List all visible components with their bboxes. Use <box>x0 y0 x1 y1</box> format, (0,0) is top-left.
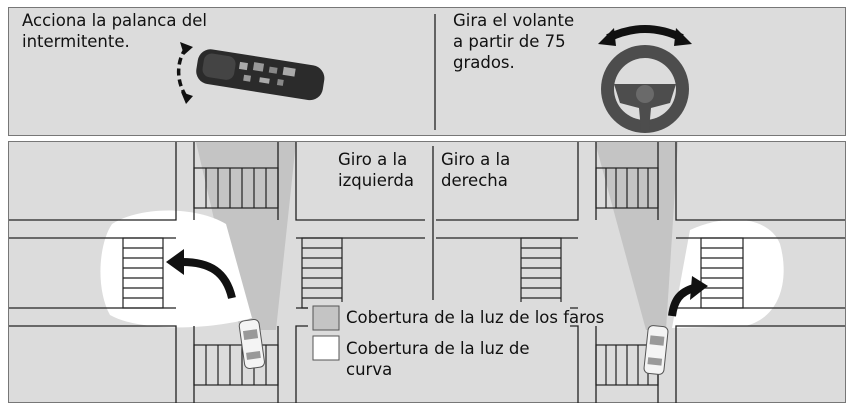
left-turn-scene <box>9 142 425 403</box>
right-turn-arrow-icon <box>668 276 708 317</box>
right-headlight-beam <box>595 142 678 330</box>
right-crosswalks <box>520 167 744 386</box>
steering-wheel-icon <box>601 45 689 133</box>
steering-instruction-line-2: a partir de 75 <box>453 32 566 51</box>
right-turn-label-line-2: derecha <box>441 171 508 190</box>
cornering-swatch <box>312 335 340 361</box>
legend-cornering-label: Cobertura de la luz de curva <box>346 338 529 380</box>
left-turn-label-line-1: Giro a la <box>338 150 408 169</box>
top-instruction-panel <box>8 7 846 136</box>
steering-instruction-line-1: Gira el volante <box>453 11 575 30</box>
right-cornering-light <box>672 219 784 328</box>
turn-signal-instruction: Acciona la palanca del intermitente. <box>22 10 207 52</box>
right-turn-label-line-1: Giro a la <box>441 150 511 169</box>
left-turn-label: Giro a la izquierda <box>338 149 414 191</box>
legend-cornering-label-line-1: Cobertura de la luz de <box>346 339 530 358</box>
left-headlight-beam <box>196 142 296 330</box>
steering-instruction-line-3: grados. <box>453 53 515 72</box>
right-turn-scene <box>436 142 845 403</box>
turn-signal-instruction-line-1: Acciona la palanca del <box>22 11 207 30</box>
right-car-icon <box>643 325 669 375</box>
legend-cornering-label-line-2: curva <box>346 360 393 379</box>
left-car-icon <box>238 318 265 370</box>
turn-signal-lever-icon <box>176 42 325 104</box>
right-label-box <box>438 146 536 194</box>
left-label-box <box>331 146 428 194</box>
turn-signal-instruction-line-2: intermitente. <box>22 32 130 51</box>
headlight-swatch <box>312 305 340 331</box>
left-turn-arrow-icon <box>166 249 236 300</box>
right-turn-label: Giro a la derecha <box>441 149 510 191</box>
steering-instruction: Gira el volante a partir de 75 grados. <box>453 10 574 73</box>
rotate-arrow-icon <box>598 25 692 46</box>
left-turn-label-line-2: izquierda <box>338 171 414 190</box>
legend-box <box>308 302 570 390</box>
legend-headlight-label: Cobertura de la luz de los faros <box>346 308 605 327</box>
